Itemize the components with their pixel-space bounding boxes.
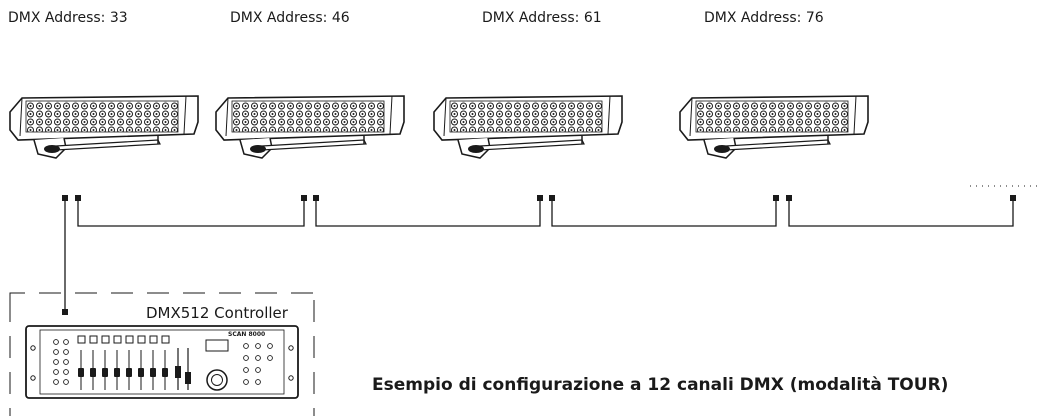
dmx-address-label-3: DMX Address: 61: [482, 10, 602, 26]
dmx-address-label-1: DMX Address: 33: [8, 10, 128, 26]
dmx-connectors: [62, 195, 1016, 315]
led-bar-fixture-2: [215, 95, 405, 159]
controller-frame: [9, 292, 315, 300]
dmx-address-label-2: DMX Address: 46: [230, 10, 350, 26]
dmx-cable-chain: [64, 198, 1014, 312]
controller-label: DMX512 Controller: [146, 304, 288, 322]
dmx-address-label-4: DMX Address: 76: [704, 10, 824, 26]
led-bar-fixture-1: [9, 95, 199, 159]
led-bar-fixture-3: [433, 95, 623, 159]
dmx512-controller: SCAN 8000: [25, 325, 299, 399]
controller-brand: SCAN 8000: [228, 331, 265, 338]
led-bar-fixture-4: [679, 95, 869, 159]
diagram-caption: Esempio di configurazione a 12 canali DM…: [372, 375, 949, 395]
